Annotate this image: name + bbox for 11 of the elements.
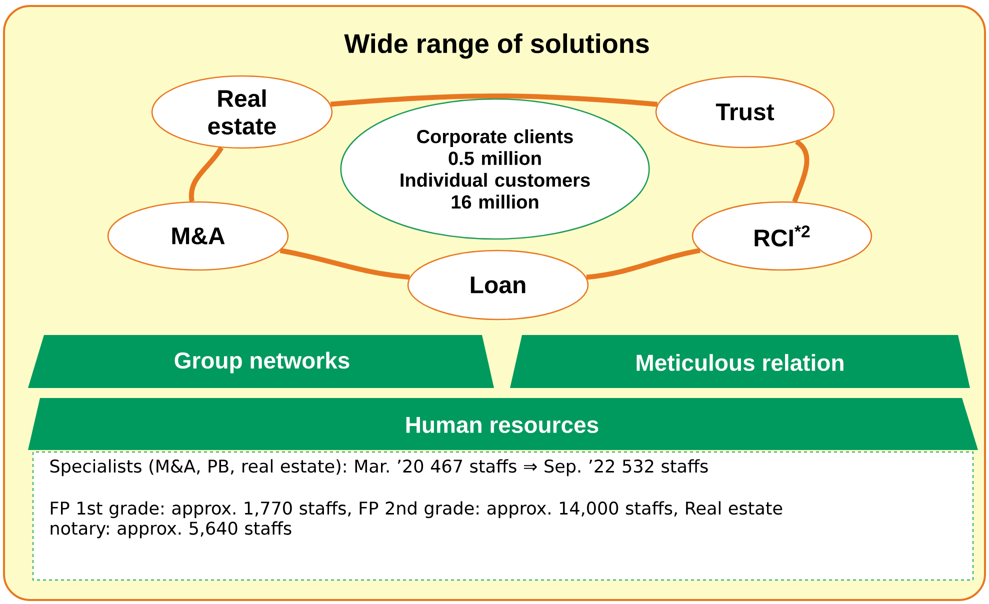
ring-line <box>330 93 658 107</box>
panel-title: Wide range of solutions <box>344 33 649 59</box>
ring-line <box>280 248 410 280</box>
info-text: Specialists (M&A, PB, real estate): Mar. ’20 467 staffs ⇒ Sep. ’22 532 staffs <box>50 459 708 476</box>
trapezoid-banner: Meticulous relation <box>510 335 970 388</box>
dashed-box <box>32 451 974 581</box>
trapezoid-banner: Group networks <box>28 335 494 388</box>
info-text: FP 1st grade: approx. 1,770 staffs, FP 2nd grade: approx. 14,000 staffs, Real estate notary: approx. 5,640 staffs <box>50 501 782 538</box>
ring-line <box>188 146 224 202</box>
ring-line <box>586 248 701 280</box>
trapezoid-banner: Human resources <box>28 398 978 450</box>
